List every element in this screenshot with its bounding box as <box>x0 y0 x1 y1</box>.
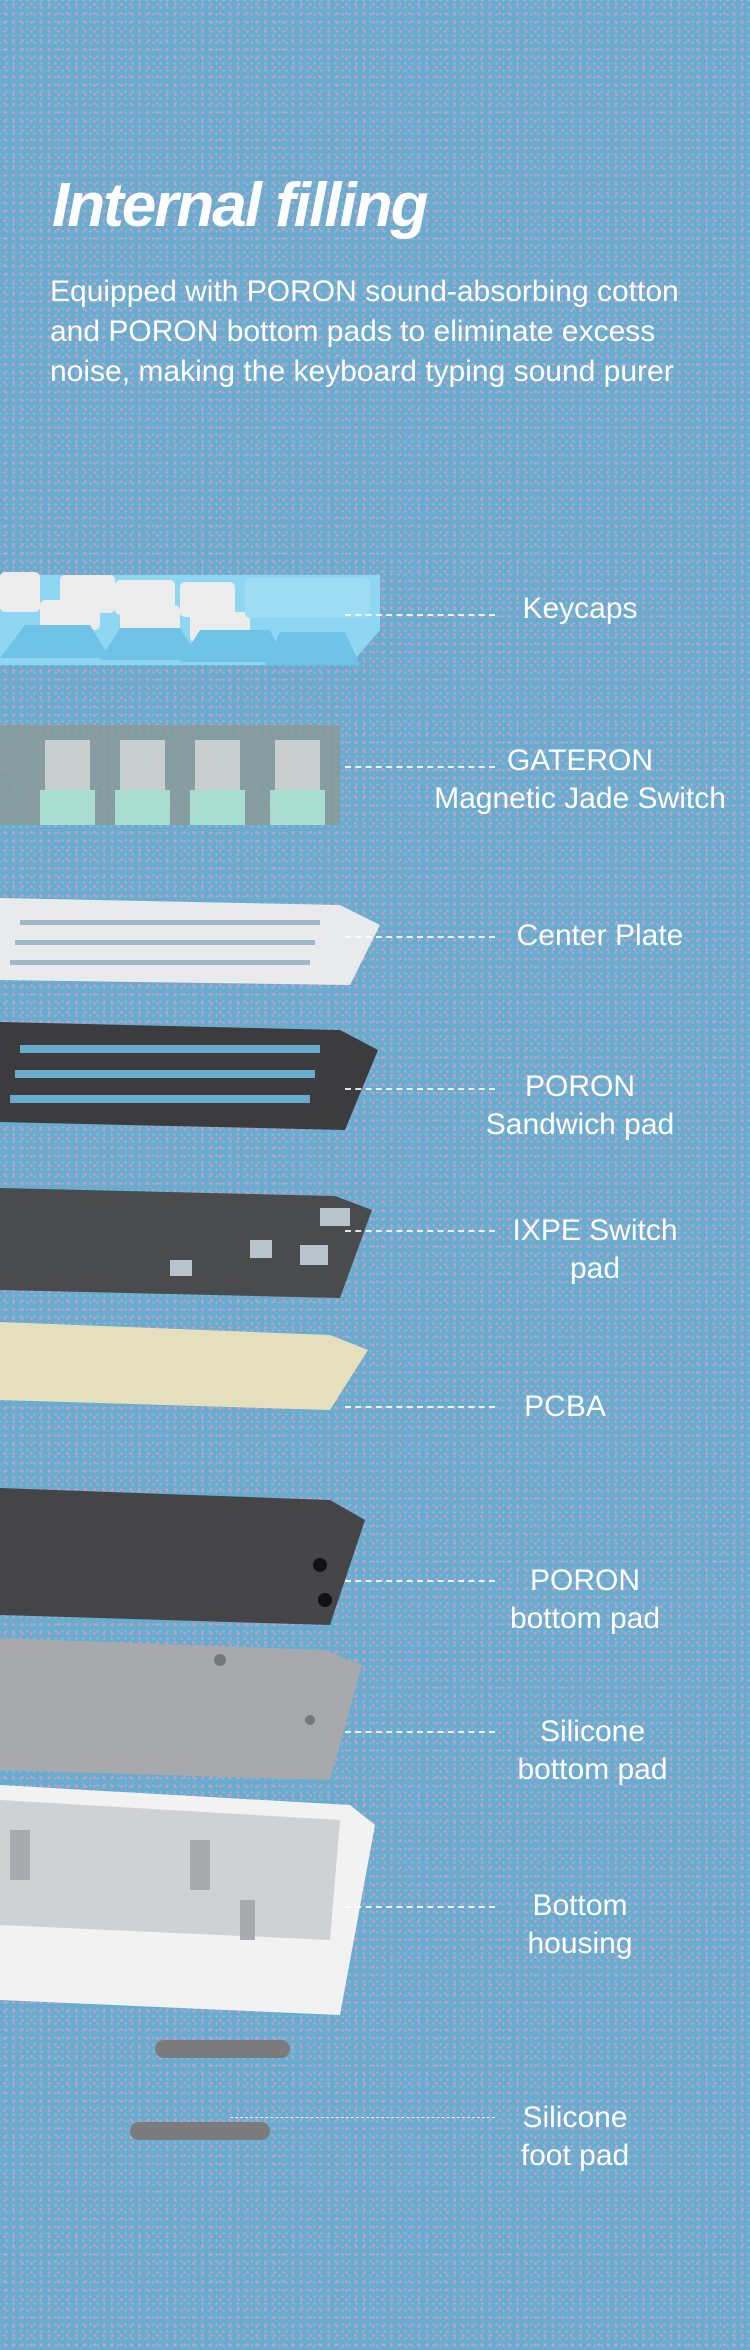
page-title: Internal filling <box>52 171 428 240</box>
description: Equipped with PORON sound-absorbing cott… <box>50 275 679 388</box>
ixpe-switch-pad-layer <box>0 1188 372 1298</box>
foot-pad-bottom <box>130 2122 270 2140</box>
leader-line <box>345 1906 495 1908</box>
leader-line <box>230 2117 495 2118</box>
leader-line <box>345 1580 495 1582</box>
poron-sandwich-pad-layer <box>0 1022 378 1130</box>
keycaps-layer <box>0 572 380 665</box>
poron-bottom-pad-layer <box>0 1488 365 1625</box>
leader-line <box>345 1406 495 1408</box>
leader-line <box>345 1088 495 1090</box>
leader-line <box>345 936 495 938</box>
switches-layer <box>0 725 340 825</box>
label-center-plate: Center Plate <box>516 919 684 952</box>
label-keycaps: Keycaps <box>522 592 638 625</box>
leader-line <box>345 614 495 616</box>
label-pcba: PCBA <box>524 1390 606 1423</box>
silicone-bottom-pad-layer <box>0 1638 362 1780</box>
leader-line <box>345 1230 495 1232</box>
pcba-layer <box>0 1322 368 1410</box>
center-plate-layer <box>0 898 380 985</box>
bottom-housing-layer <box>0 1785 375 2015</box>
leader-line <box>345 766 495 768</box>
leader-line <box>345 1731 495 1733</box>
foot-pad-top <box>155 2040 290 2058</box>
